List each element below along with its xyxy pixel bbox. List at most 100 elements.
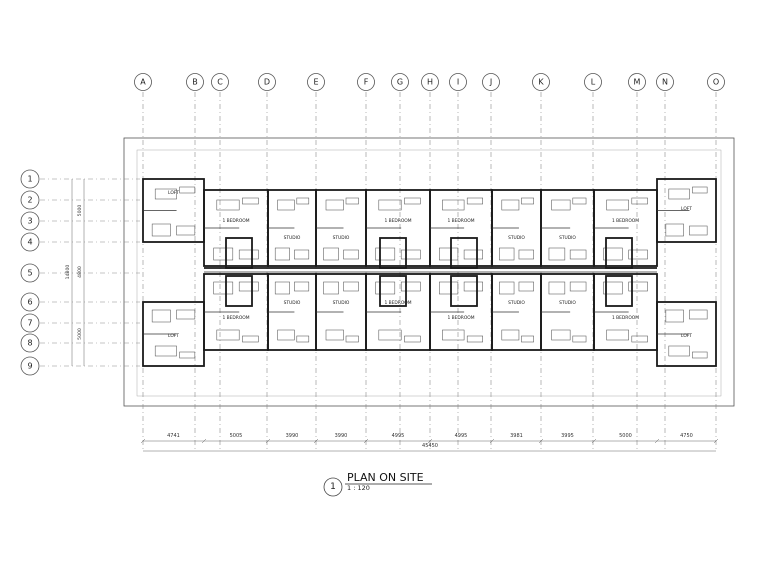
furniture-bottom-4-2 [345, 335, 359, 343]
vertical-dimension-total-label: 14800 [65, 265, 71, 280]
furniture-bottom-1-1 [154, 345, 177, 357]
grid-bubble-row-6 [20, 292, 40, 312]
title-number: 1 [330, 482, 336, 492]
furniture-bottom-6-2 [466, 335, 483, 343]
grid-label-row-5: 5 [27, 269, 32, 278]
grid-bubble-b [186, 73, 204, 91]
site-inner-boundary [136, 149, 722, 397]
vertical-dimension-label-3: 5000 [77, 328, 83, 340]
grid-label-n: N [662, 78, 668, 87]
room-label-bottom-10: LOFT [681, 333, 692, 339]
room-label-top-1: LOFT [168, 190, 179, 196]
grid-label-i: I [457, 78, 459, 87]
dimension-label-1: 4741 [167, 433, 180, 439]
grid-label-a: A [140, 78, 146, 87]
grid-bubble-c [211, 73, 229, 91]
furniture-bottom-10-2 [692, 351, 708, 359]
grid-label-h: H [427, 78, 433, 87]
core-block-top-1 [225, 237, 253, 269]
furniture-bottom-5-3 [375, 281, 396, 295]
vertical-dimension-label-1: 5000 [77, 205, 83, 217]
room-label-top-6: 1 BEDROOM [447, 218, 474, 224]
grid-label-f: F [364, 78, 369, 87]
dimension-label-4: 3990 [335, 433, 348, 439]
grid-label-c: C [217, 78, 223, 87]
room-label-top-7: STUDIO [508, 235, 525, 241]
furniture-top-6-3 [439, 247, 459, 261]
grid-bubble-row-7 [20, 313, 40, 333]
furniture-bottom-6-4 [463, 281, 483, 292]
furniture-bottom-4-1 [325, 329, 344, 341]
room-label-top-3: STUDIO [284, 235, 301, 241]
grid-label-g: G [397, 78, 403, 87]
furniture-top-5-1 [378, 199, 402, 211]
grid-lines [40, 92, 717, 450]
furniture-bottom-5-4 [400, 281, 421, 292]
room-label-bottom-7: STUDIO [508, 300, 525, 306]
room-label-top-8: STUDIO [559, 235, 576, 241]
furniture-bottom-9-4 [628, 281, 648, 292]
furniture-bottom-7-4 [518, 281, 534, 292]
dimension-tick-6 [427, 438, 433, 444]
site-boundary [123, 137, 735, 407]
furniture-top-2-3 [213, 247, 234, 261]
dimension-label-3: 3990 [286, 433, 299, 439]
furniture-bottom-2-1 [216, 329, 240, 341]
grid-label-row-3: 3 [27, 217, 32, 226]
furniture-bottom-7-3 [499, 281, 515, 295]
core-block-top-mid [379, 237, 407, 269]
grid-label-k: K [538, 78, 544, 87]
core-block-bottom-1 [225, 275, 253, 307]
room-label-bottom-2: 1 BEDROOM [222, 315, 249, 321]
dimension-tick-1 [140, 438, 146, 444]
room-labels: LOFT 1 BEDROOM STUDIO STUDIO 1 BEDROOM 1 BEDR… [168, 190, 692, 339]
furniture-bottom-2-4 [238, 281, 259, 292]
grid-bubble-d [258, 73, 276, 91]
grid-label-row-4: 4 [27, 238, 32, 247]
grid-bubble-a [134, 73, 152, 91]
furniture-bottom-10-4 [689, 309, 708, 320]
room-label-bottom-8: STUDIO [559, 300, 576, 306]
furniture-top-7-3 [499, 247, 515, 261]
furniture-bottom-6-1 [442, 329, 465, 341]
room-label-top-4: STUDIO [333, 235, 350, 241]
furniture-bottom-4-4 [343, 281, 359, 292]
furniture-top-5-2 [404, 197, 421, 205]
furniture-top-1-1 [154, 188, 177, 200]
furniture-bottom-7-1 [501, 329, 520, 341]
core-block-bottom-3 [605, 275, 633, 307]
grid-bubble-l [584, 73, 602, 91]
dimension-tick-5 [363, 438, 369, 444]
furniture-top-4-2 [345, 197, 359, 205]
furniture-top-4-3 [323, 247, 339, 261]
room-label-bottom-5: 1 BEDROOM [384, 300, 411, 306]
furniture-bottom-2-2 [242, 335, 259, 343]
dimension-tick-9 [591, 438, 597, 444]
furniture-bottom-3-2 [296, 335, 310, 343]
furniture-top-3-4 [294, 249, 310, 260]
furniture-top-6-4 [463, 249, 483, 260]
grid-label-e: E [313, 78, 318, 87]
grid-bubble-k [532, 73, 550, 91]
grid-bubble-m [628, 73, 646, 91]
grid-label-row-7: 7 [27, 319, 32, 328]
grid-label-row-1: 1 [27, 175, 32, 184]
grid-label-o: O [713, 78, 719, 87]
furniture-bottom-6-3 [439, 281, 459, 295]
dimension-total-label: 45450 [422, 443, 438, 449]
furniture-top-8-1 [551, 199, 571, 211]
furniture-top-6-2 [466, 197, 483, 205]
dimension-label-8: 3995 [561, 433, 574, 439]
grid-label-row-8: 8 [27, 339, 32, 348]
furniture-top-8-3 [548, 247, 566, 261]
furniture-bottom-9-2 [631, 335, 648, 343]
furniture-bottom-3-3 [274, 281, 290, 295]
furniture-top-10-2 [692, 186, 708, 194]
grid-label-row-9: 9 [27, 362, 32, 371]
furniture-top-4-4 [343, 249, 359, 260]
dimension-tick-7 [489, 438, 495, 444]
room-label-bottom-9: 1 BEDROOM [612, 315, 639, 321]
building-plan [142, 178, 717, 367]
